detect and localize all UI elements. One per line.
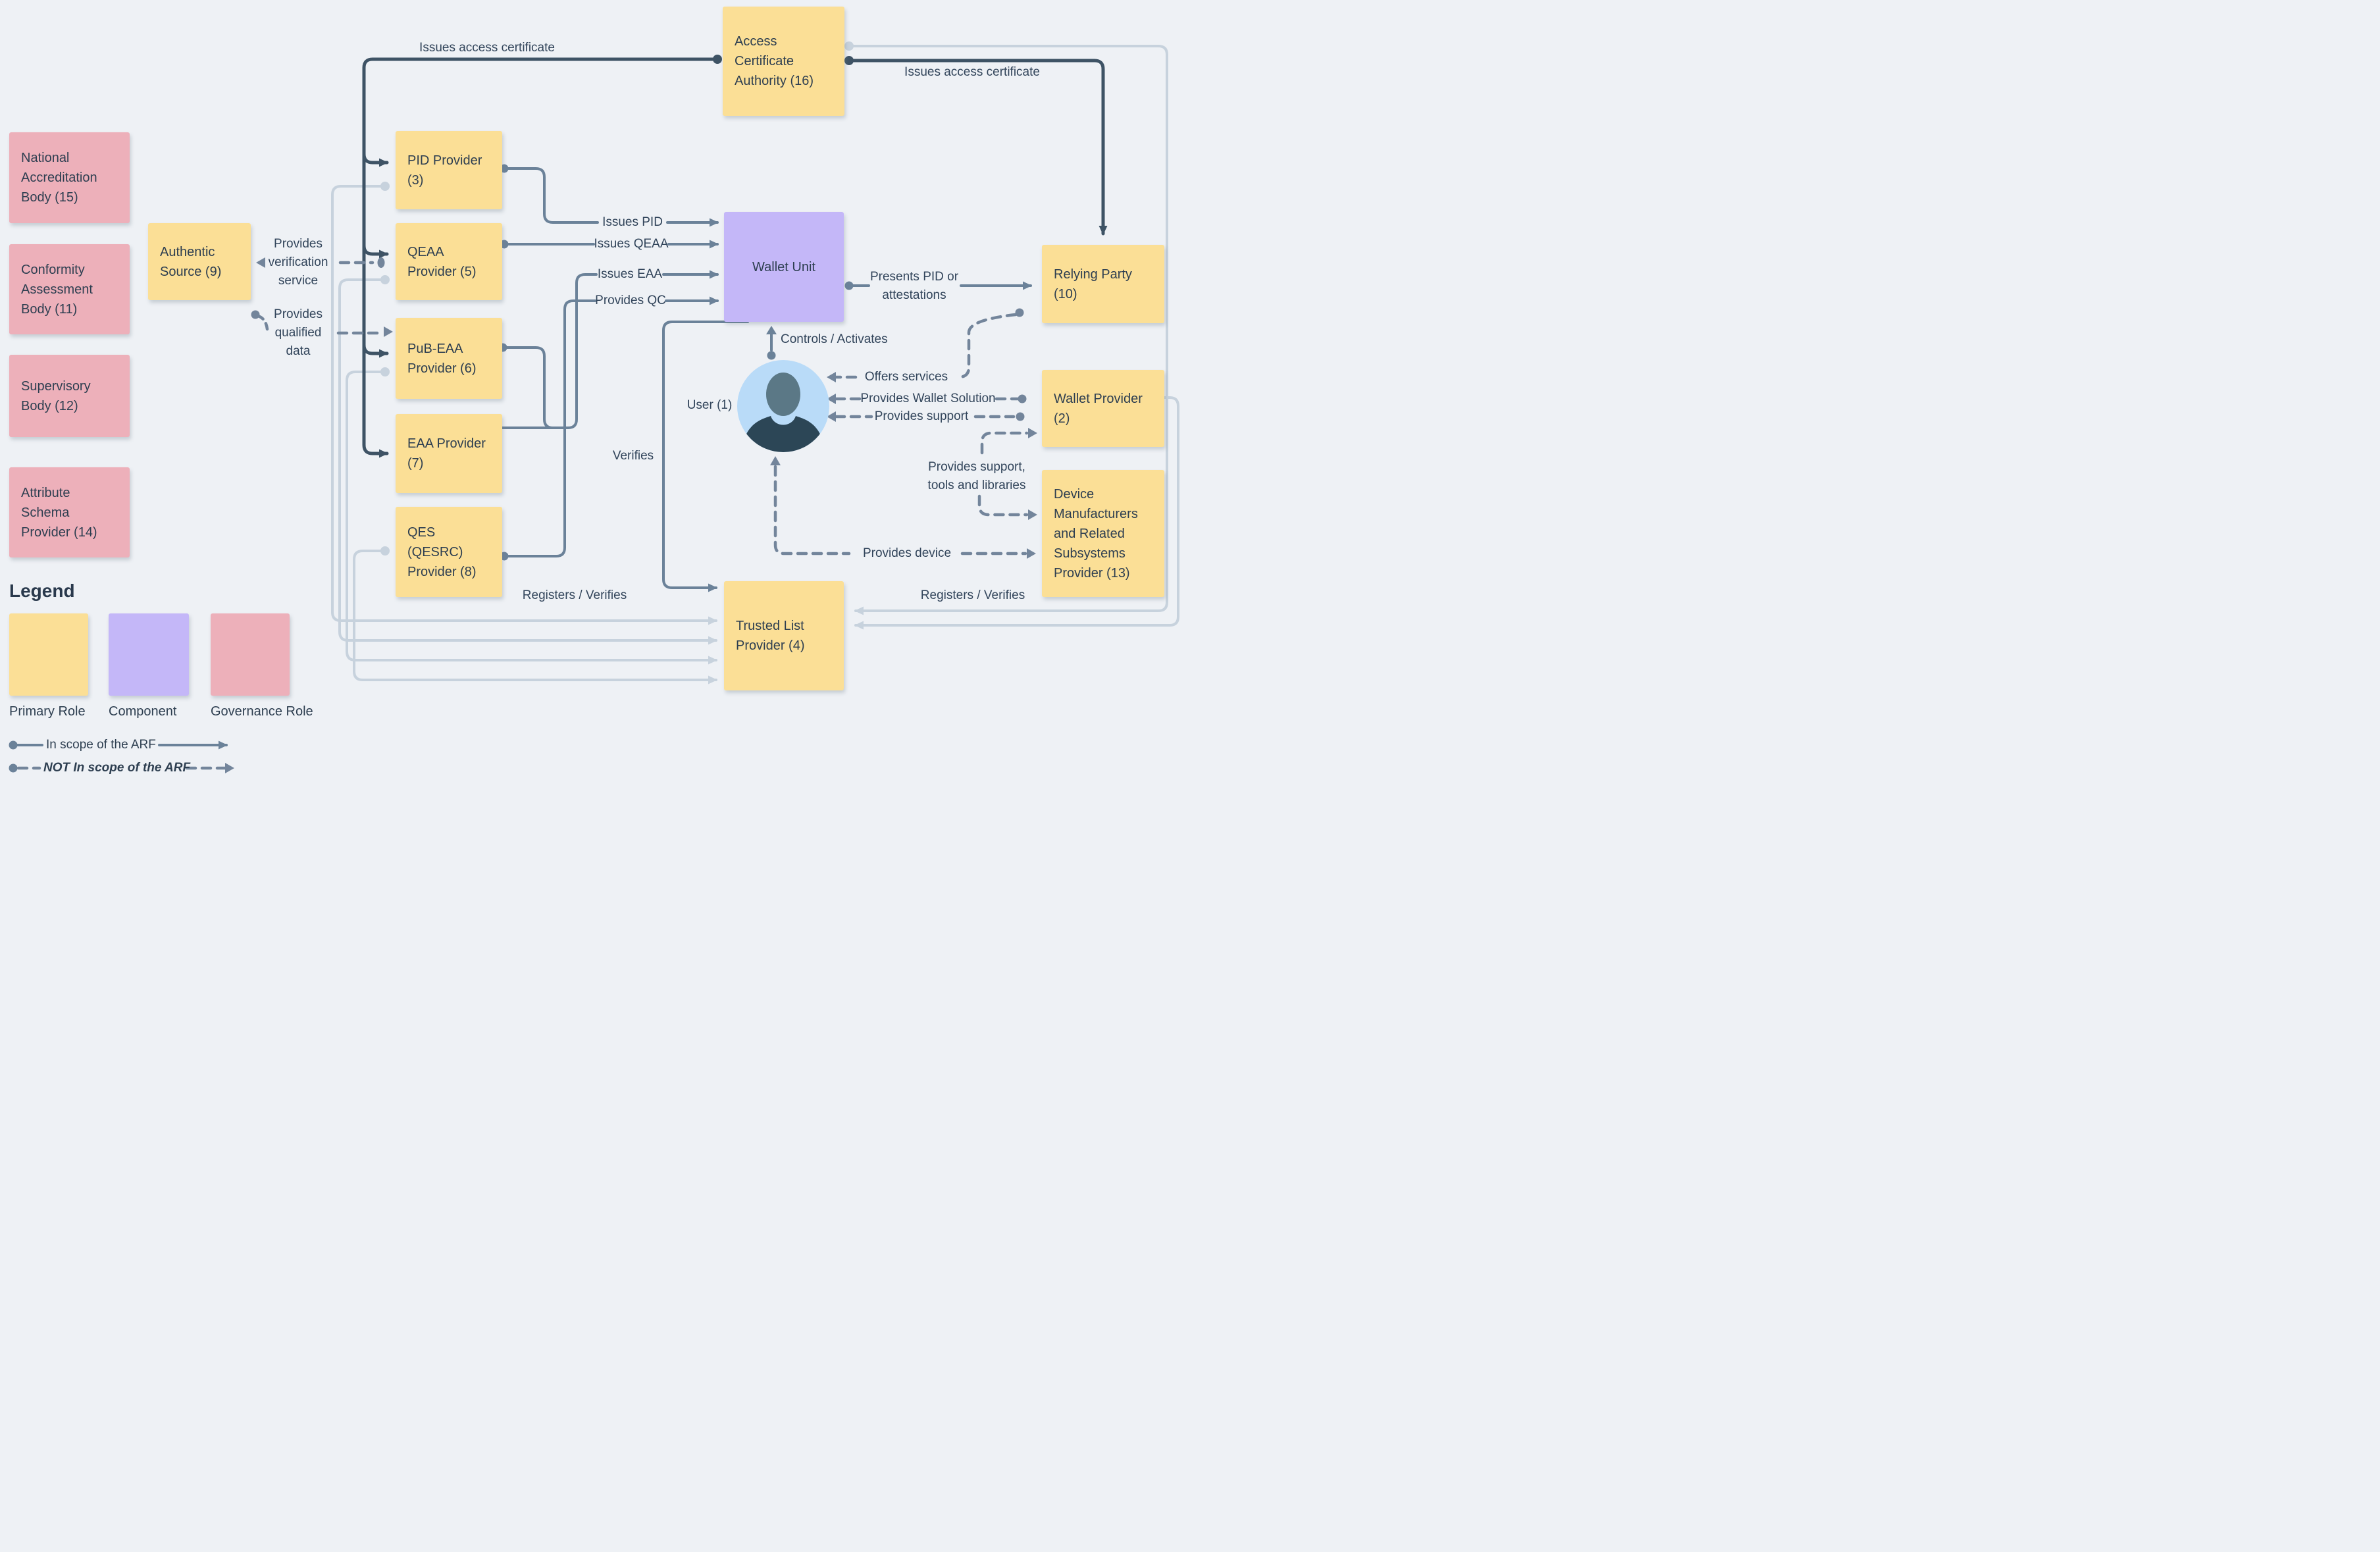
node-label: Access Certificate Authority (16) [735, 34, 814, 88]
legend-label-primary-role: Primary Role [9, 704, 86, 719]
edge-label-line: Provides [274, 237, 323, 251]
node-label: QEAA Provider (5) [407, 244, 477, 279]
node-label: PuB-EAA Provider (6) [407, 341, 477, 376]
edge-label-line: verification [268, 255, 328, 269]
node-label: EAA Provider (7) [407, 436, 486, 471]
edge-label-provides-qualified-data: Provides qualified data [274, 305, 323, 361]
legend-label-component: Component [109, 704, 177, 719]
node-access-certificate-authority: Access Certificate Authority (16) [723, 7, 844, 116]
node-label: Trusted List Provider (4) [736, 619, 805, 653]
node-label: Wallet Provider (2) [1054, 391, 1143, 426]
node-pid-provider: PID Provider (3) [396, 131, 502, 209]
wire-out-of-scope-heads [225, 257, 1037, 773]
connector-layer [9, 41, 1179, 773]
diagram-canvas: National Accreditation Body (15) Conform… [0, 0, 1190, 776]
wire-access-certificates-dots [713, 55, 854, 65]
node-pub-eaa-provider: PuB-EAA Provider (6) [396, 318, 502, 399]
legend-swatch-governance-role [211, 613, 290, 696]
edge-label-provides-device: Provides device [862, 546, 952, 560]
legend-title: Legend [9, 581, 75, 601]
edge-label-issues-access-certificate-left: Issues access certificate [419, 41, 555, 55]
edge-label-provides-support: Provides support [874, 409, 969, 423]
node-supervisory-body: Supervisory Body (12) [9, 355, 130, 437]
edge-label-offers-services: Offers services [864, 370, 948, 384]
edge-label-issues-qeaa: Issues QEAA [594, 237, 669, 251]
legend-swatch-primary-role [9, 613, 88, 696]
node-qes-provider: QES (QESRC) Provider (8) [396, 507, 502, 597]
user-avatar [737, 360, 829, 452]
node-trusted-list-provider: Trusted List Provider (4) [724, 581, 844, 690]
edge-label-controls-activates: Controls / Activates [781, 332, 888, 346]
edge-label-line: tools and libraries [927, 479, 1026, 492]
edge-label-line: Provides support, [928, 460, 1025, 474]
edge-label-issues-eaa: Issues EAA [597, 267, 663, 281]
edge-label-registers-verifies-left: Registers / Verifies [522, 588, 627, 602]
edge-label-issues-pid: Issues PID [602, 215, 663, 229]
edge-label-provides-support-tools: Provides support, tools and libraries [928, 458, 1026, 495]
node-label: QES (QESRC) Provider (8) [407, 525, 477, 579]
wire-access-certificates [362, 57, 1108, 458]
edge-label-line: service [278, 274, 319, 288]
edge-label-verifies: Verifies [612, 449, 654, 463]
node-authentic-source: Authentic Source (9) [148, 223, 251, 300]
node-label: PID Provider (3) [407, 153, 482, 188]
edge-label-line: data [286, 344, 311, 358]
node-label: Wallet Unit [752, 259, 815, 274]
edge-label-line: Presents PID or [869, 270, 959, 284]
node-device-manufacturers: Device Manufacturers and Related Subsyst… [1042, 470, 1164, 597]
node-qeaa-provider: QEAA Provider (5) [396, 223, 502, 300]
node-label: Device Manufacturers and Related Subsyst… [1054, 486, 1138, 581]
edge-label-provides-qc: Provides QC [595, 294, 666, 307]
node-wallet-provider: Wallet Provider (2) [1042, 370, 1164, 447]
edge-label-provides-wallet-solution: Provides Wallet Solution [860, 392, 996, 405]
wire-issuance [16, 167, 1032, 750]
node-national-accreditation-body: National Accreditation Body (15) [9, 132, 130, 223]
node-wallet-unit: Wallet Unit [724, 212, 844, 322]
edge-label-line: attestations [882, 288, 946, 302]
node-conformity-assessment-body: Conformity Assessment Body (11) [9, 244, 130, 334]
user-label: User (1) [686, 398, 733, 412]
node-attribute-schema-provider: Attribute Schema Provider (14) [9, 467, 130, 557]
edge-label-registers-verifies-right: Registers / Verifies [920, 588, 1025, 602]
edge-label-presents-pid: Presents PID or attestations [870, 268, 958, 305]
legend-in-scope-label: In scope of the ARF [46, 738, 156, 752]
node-label: Relying Party (10) [1054, 267, 1132, 301]
node-label: Conformity Assessment Body (11) [21, 262, 93, 317]
edge-label-issues-access-certificate-right: Issues access certificate [904, 65, 1040, 79]
node-label: Supervisory Body (12) [21, 378, 91, 413]
wire-registration-light [331, 45, 1179, 685]
node-relying-party: Relying Party (10) [1042, 245, 1164, 323]
edge-label-line: qualified [274, 326, 322, 340]
node-label: National Accreditation Body (15) [21, 151, 97, 205]
legend-label-governance-role: Governance Role [211, 704, 313, 719]
edge-label-line: Provides [274, 307, 323, 321]
legend-not-in-scope-label: NOT In scope of the ARF [43, 761, 191, 775]
node-label: Attribute Schema Provider (14) [21, 485, 97, 540]
wire-out-of-scope-dashed [16, 261, 1029, 770]
edge-label-provides-verification-service: Provides verification service [269, 235, 328, 290]
node-label: Authentic Source (9) [160, 244, 222, 279]
node-eaa-provider: EAA Provider (7) [396, 414, 502, 493]
legend-swatch-component [109, 613, 189, 696]
